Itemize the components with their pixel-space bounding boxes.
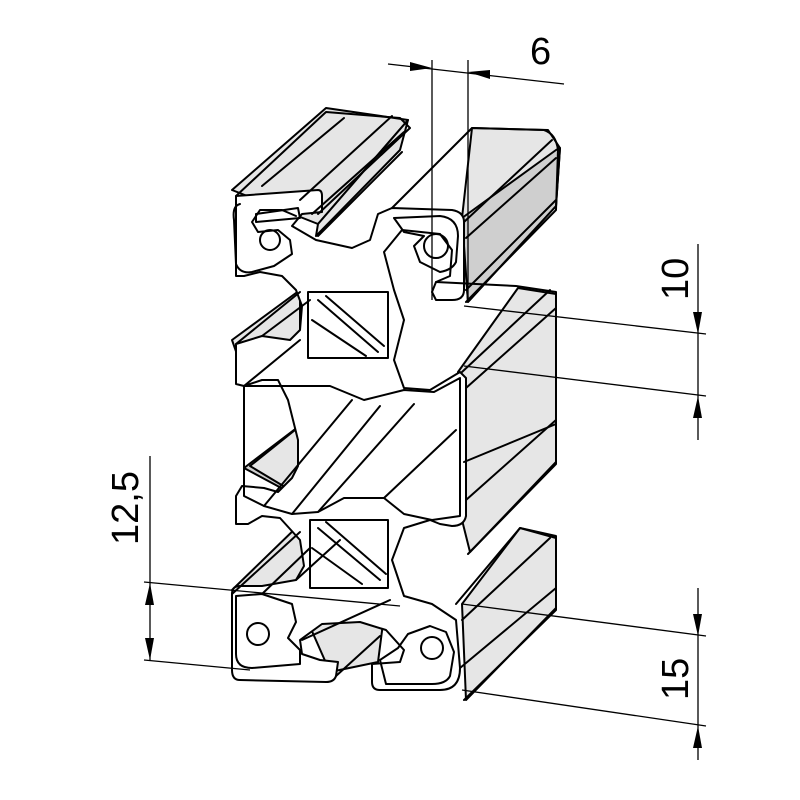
dimension-label-12-5: 12,5 — [105, 471, 147, 545]
dimension-slot-depth: 10 — [463, 244, 707, 440]
dimension-pitch-right: 15 — [461, 588, 707, 760]
dimension-label-15: 15 — [655, 658, 697, 700]
dimension-pitch-left: 12,5 — [105, 456, 401, 671]
dimension-label-6: 6 — [530, 31, 551, 73]
dimension-label-10: 10 — [655, 258, 697, 300]
profile-back-edges — [231, 111, 559, 701]
profile-front-face — [231, 189, 467, 691]
dimension-slot-width: 6 — [387, 31, 565, 300]
